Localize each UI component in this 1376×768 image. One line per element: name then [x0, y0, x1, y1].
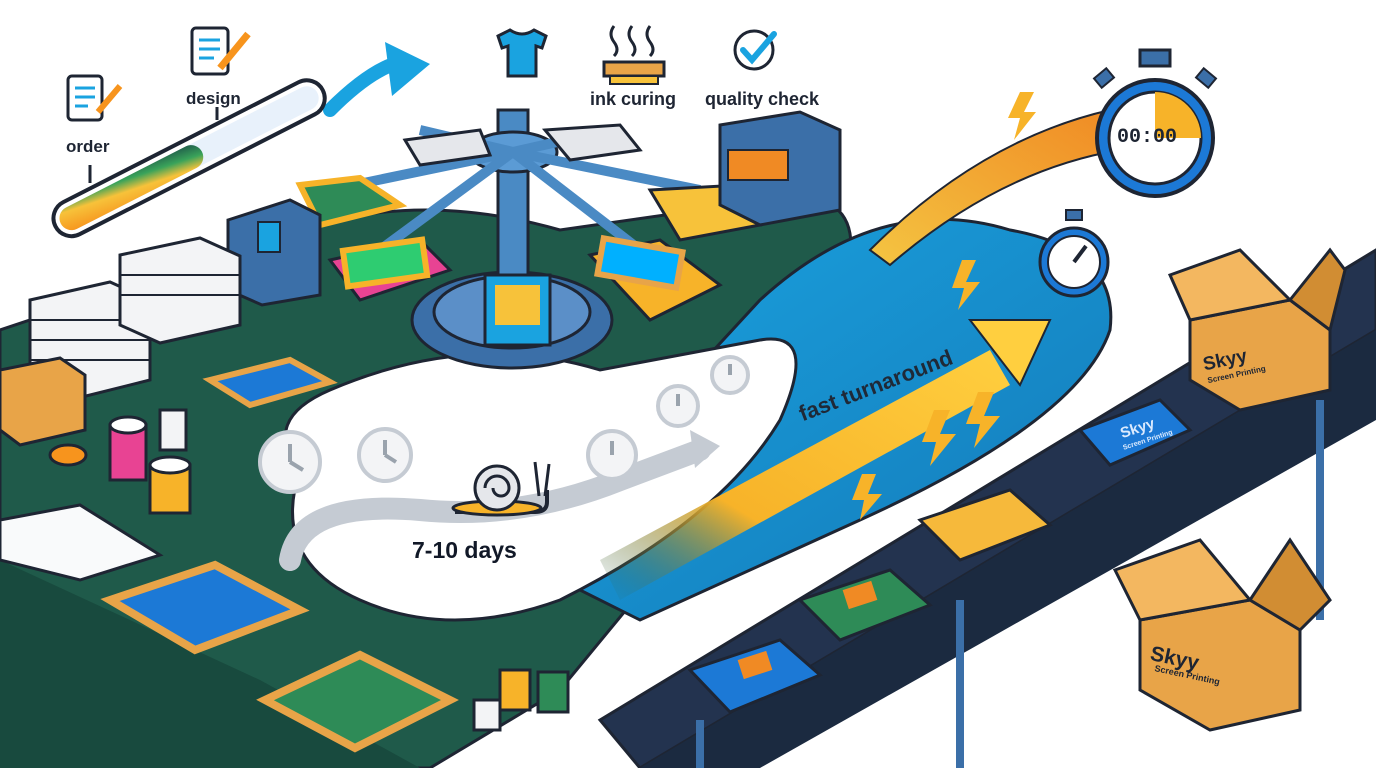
tshirt-icon — [496, 28, 548, 78]
conveyor-dryer — [718, 110, 842, 227]
shipping-box-1 — [1167, 247, 1347, 412]
screen-frame-blue — [202, 356, 338, 409]
clock-icon — [656, 384, 700, 428]
screen-frame-green — [256, 650, 459, 753]
progress-bar — [51, 78, 327, 239]
clock-icon — [258, 430, 322, 494]
heat-squeegee-icon — [602, 25, 666, 85]
step-label-order: order — [66, 137, 110, 156]
clipboard-pencil-icon — [66, 74, 123, 122]
lightning-icon — [966, 392, 1000, 448]
lightning-icon — [852, 474, 882, 520]
lightning-icon — [952, 260, 980, 310]
screen-frame-print — [100, 560, 310, 655]
document-pencil-icon — [190, 26, 251, 76]
step-label-ink-curing: ink curing — [590, 89, 677, 109]
slow-arrow — [279, 439, 711, 571]
screen-frame-white — [0, 503, 164, 582]
shirt-stack-white-2 — [118, 236, 242, 345]
ink-cans — [48, 408, 570, 732]
fast-arrow-head — [967, 319, 1052, 387]
shipping-box-2 — [1112, 537, 1332, 732]
exposure-unit — [226, 198, 322, 307]
shirt-stack-orange — [0, 356, 87, 447]
stopwatch-readout: 00:00 — [1117, 126, 1178, 149]
clock-icon — [586, 429, 638, 481]
stopwatch-large-icon — [1092, 48, 1218, 198]
folded-shirt-green — [797, 568, 933, 642]
progress-bar-fill — [59, 145, 204, 231]
carousel-press — [295, 108, 763, 370]
snail-icon — [451, 461, 551, 517]
clock-icon — [710, 355, 750, 395]
folded-shirt-blue-large — [1077, 398, 1193, 467]
clock-icon — [357, 427, 413, 483]
lightning-icon — [922, 410, 956, 466]
check-circle-icon — [733, 29, 777, 71]
folded-shirt-yellow — [917, 488, 1053, 562]
step-label-quality-check: quality check — [705, 89, 820, 109]
folded-shirt-blue — [687, 638, 823, 714]
step-label-design: design — [186, 89, 241, 108]
slow-arrow-head — [690, 430, 720, 468]
fast-arrow-body — [600, 350, 1010, 600]
top-flow-arrow-head — [385, 42, 430, 96]
stopwatch-small-icon — [1038, 209, 1110, 298]
slow-duration-label: 7-10 days — [412, 537, 517, 563]
lightning-icon — [1008, 92, 1036, 140]
